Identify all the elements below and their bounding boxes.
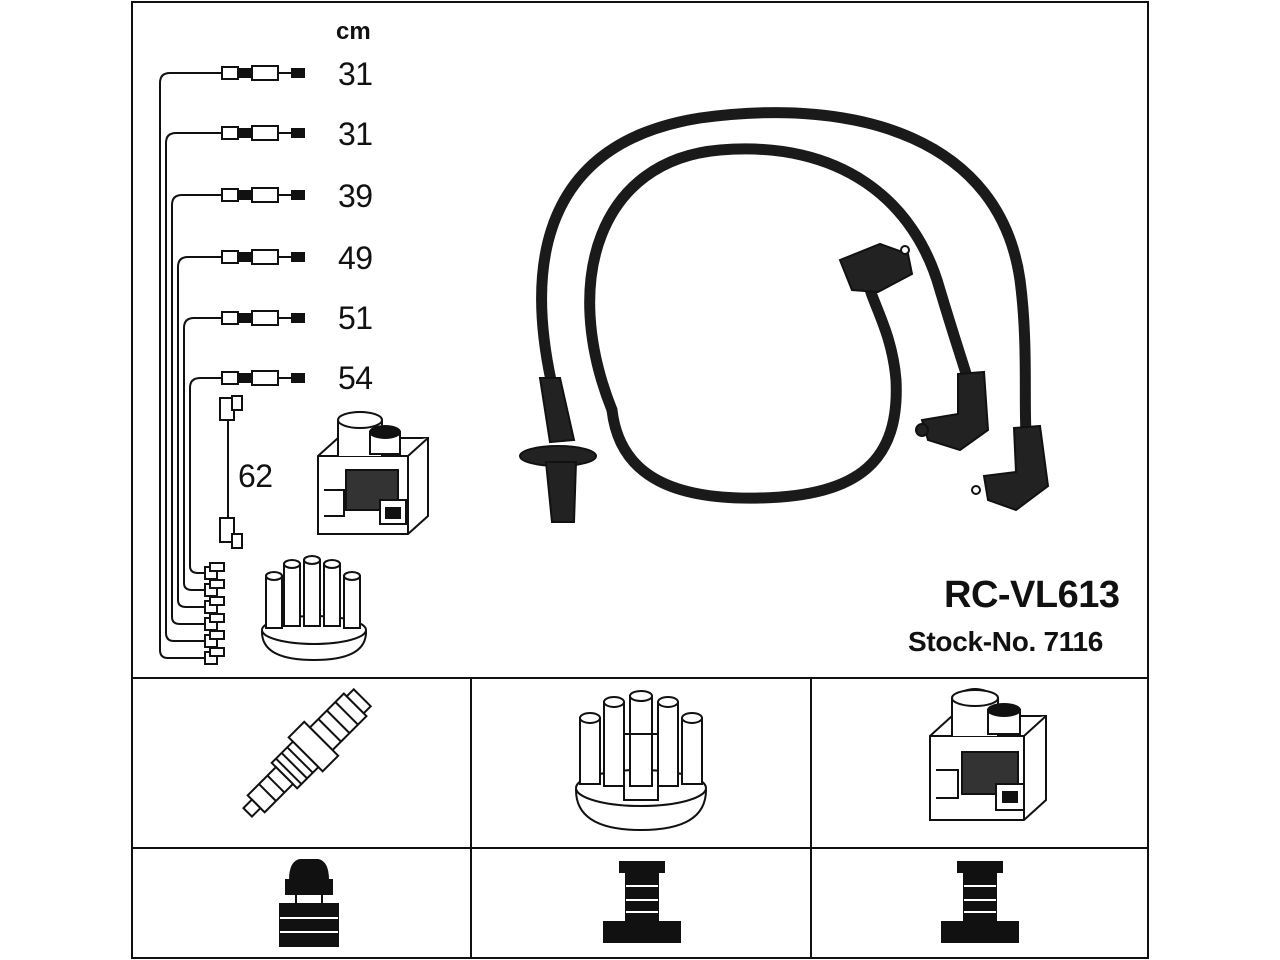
cable-length-4: 49	[338, 240, 373, 276]
cable-boots	[519, 242, 1050, 523]
connector-row-5	[221, 310, 305, 326]
short-cable	[584, 143, 974, 416]
connector-row-6	[221, 370, 305, 386]
coil-terminal-icon	[941, 861, 1019, 943]
cap-terminal-icon	[603, 861, 681, 943]
ignition-coil-icon-large	[929, 688, 1047, 821]
connector-row-1	[221, 65, 305, 81]
connector-row-2	[221, 125, 305, 141]
spark-plug-icon	[242, 687, 373, 818]
cap-side-terminals	[204, 562, 225, 665]
length-unit-label: cm	[336, 18, 371, 45]
distributor-cap-icon	[260, 555, 368, 662]
distributor-cap-icon-large	[574, 690, 708, 832]
long-cable	[536, 107, 1032, 438]
spark-plug-terminal-icon	[279, 859, 339, 947]
frame	[131, 1, 1149, 959]
cable-length-3: 39	[338, 178, 373, 214]
cable-schematic	[159, 72, 229, 659]
stock-number: Stock-No. 7116	[908, 626, 1103, 657]
cable-length-7: 62	[238, 458, 273, 494]
model-number: RC-VL613	[944, 574, 1120, 616]
cable-set-illustration	[536, 107, 1032, 504]
connector-row-4	[221, 249, 305, 265]
connector-row-3	[221, 187, 305, 203]
cable-length-1: 31	[338, 56, 373, 92]
cable-end-connectors	[204, 65, 305, 665]
cable-length-6: 54	[338, 360, 373, 396]
cable-length-5: 51	[338, 300, 373, 336]
cable-length-2: 31	[338, 116, 373, 152]
middle-cable	[606, 274, 902, 504]
coil-lead-ends	[219, 395, 243, 549]
ignition-coil-icon	[317, 411, 429, 535]
